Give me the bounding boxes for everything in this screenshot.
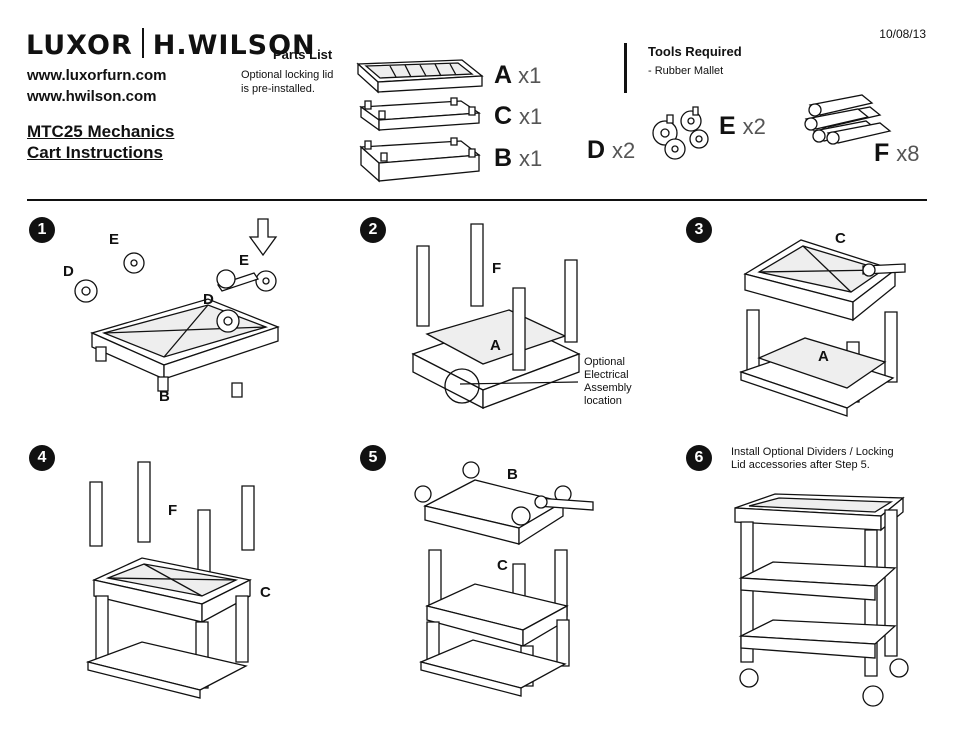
part-a-illustration — [350, 58, 490, 103]
step-1-label-e1: E — [109, 231, 120, 248]
step-1-label-b: B — [159, 388, 170, 405]
step-6-note-line2: Lid accessories after Step 5. — [731, 459, 870, 471]
step-4-label-f: F — [168, 502, 178, 519]
step-5-badge: 5 — [360, 445, 386, 471]
brand-luxor: LUXOR — [26, 30, 133, 61]
part-c-illustration — [355, 97, 485, 137]
step-5-label-b: B — [507, 466, 518, 483]
part-b-label: B x1 — [494, 144, 543, 172]
legs-bundle-illustration — [800, 93, 895, 153]
part-f-label: F x8 — [874, 139, 920, 167]
step-4-badge: 4 — [29, 445, 55, 471]
step-4-label-c: C — [260, 584, 271, 601]
logo-divider — [141, 28, 144, 58]
step-6-illustration — [733, 490, 918, 715]
step-1-badge: 1 — [29, 217, 55, 243]
step-1-label-e2: E — [239, 252, 250, 269]
step-3-illustration — [735, 230, 920, 415]
brand-hwilson: H.WILSON — [152, 30, 316, 61]
doc-title-line2: Cart Instructions — [27, 143, 164, 162]
step-2-label-a: A — [490, 337, 501, 354]
step-1-illustration — [60, 215, 320, 410]
doc-title-line1: MTC25 Mechanics — [27, 122, 175, 141]
part-b-illustration — [355, 137, 485, 187]
step-2-illustration — [405, 218, 585, 418]
header-rule — [27, 199, 927, 201]
step-6-note-line1: Install Optional Dividers / Locking — [731, 446, 894, 458]
step-2-callout-line — [460, 376, 580, 388]
step-3-label-c: C — [835, 230, 846, 247]
parts-note-line2: is pre-installed. — [241, 83, 315, 95]
step-1-label-d2: D — [203, 291, 214, 308]
parts-note-line1: Optional locking lid — [241, 69, 334, 81]
url-hwilson[interactable]: www.hwilson.com — [27, 88, 157, 105]
step-2-label-f: F — [492, 260, 502, 277]
step-1-label-d1: D — [63, 263, 74, 280]
parts-list-heading: Parts List — [273, 47, 333, 62]
step-2-badge: 2 — [360, 217, 386, 243]
doc-date: 10/08/13 — [879, 27, 926, 41]
step-3-label-a: A — [818, 348, 829, 365]
step-5-label-c: C — [497, 557, 508, 574]
tools-item-mallet: - Rubber Mallet — [648, 65, 724, 77]
tools-divider — [624, 43, 627, 93]
step-6-badge: 6 — [686, 445, 712, 471]
part-e-label: E x2 — [719, 112, 766, 140]
part-a-label: A x1 — [494, 61, 542, 89]
caster-illustration — [645, 103, 717, 163]
part-d-label: D x2 — [587, 136, 636, 164]
step-4-illustration — [86, 462, 266, 702]
tools-heading: Tools Required — [648, 44, 742, 59]
url-luxor[interactable]: www.luxorfurn.com — [27, 67, 167, 84]
step-3-badge: 3 — [686, 217, 712, 243]
part-c-label: C x1 — [494, 102, 543, 130]
brand-logo: LUXOR H.WILSON — [26, 28, 316, 62]
step-5-illustration — [413, 458, 598, 703]
